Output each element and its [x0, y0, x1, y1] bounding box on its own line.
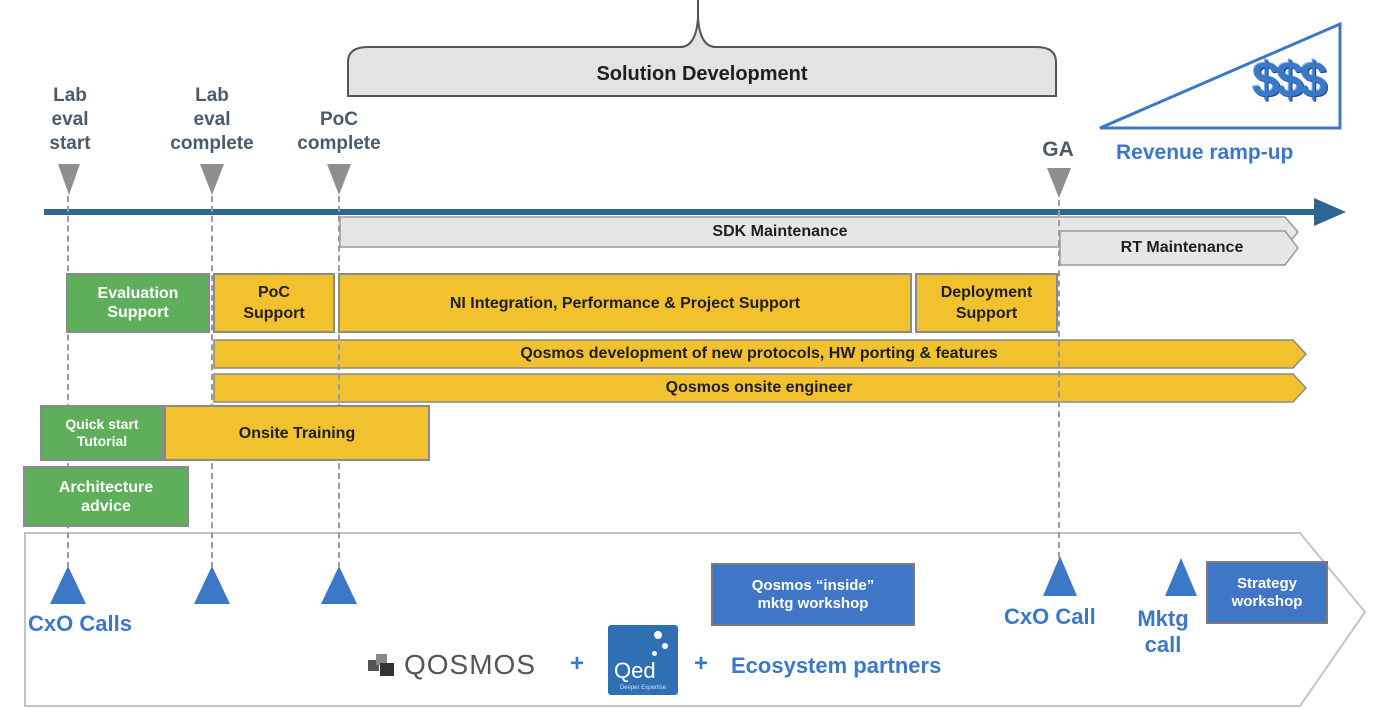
cxo-call-marker-ga	[1043, 556, 1077, 596]
marker-lab-eval-start	[58, 164, 80, 195]
evaluation-support-box: Evaluation Support	[66, 273, 210, 333]
qosmos-logo-icon	[368, 654, 398, 676]
guide-line-ga	[1058, 200, 1060, 558]
plus-sign-1: +	[570, 650, 585, 677]
guide-line-lab-eval-complete	[211, 196, 213, 568]
bottom-panel-chevron	[24, 532, 1367, 707]
qed-bubble-icon	[662, 643, 668, 649]
inside-mktg-workshop-box: Qosmos “inside” mktg workshop	[711, 563, 915, 626]
qed-tagline: Deeper Expertise	[619, 685, 667, 691]
qed-bubble-icon	[652, 651, 657, 656]
revenue-currency: $$$	[1252, 52, 1327, 108]
milestone-poc-complete: PoC complete	[297, 109, 381, 154]
ni-integration-box: NI Integration, Performance & Project Su…	[338, 273, 912, 333]
marker-ga	[1047, 168, 1071, 198]
guide-line-lab-eval-start	[67, 196, 69, 568]
poc-support-box: PoC Support	[213, 273, 335, 333]
mktg-call-label: Mktg call	[1137, 606, 1189, 657]
qosmos-logo-text: QOSMOS	[404, 649, 537, 680]
milestone-ga: GA	[1042, 138, 1074, 161]
mktg-call-marker	[1165, 558, 1197, 596]
marker-poc-complete	[327, 164, 351, 195]
solution-development-label: Solution Development	[596, 63, 808, 85]
ecosystem-partners-label: Ecosystem partners	[731, 653, 942, 678]
cxo-call-marker-3	[321, 566, 357, 604]
timeline-arrowhead	[1314, 198, 1346, 226]
qed-logo-text: Qed	[614, 658, 656, 683]
qed-logo: Qed Deeper Expertise	[608, 625, 678, 695]
guide-line-poc-complete	[338, 196, 340, 568]
revenue-label: Revenue ramp-up	[1116, 141, 1294, 164]
onsite-engineer-arrow	[213, 373, 1308, 403]
plus-sign-2: +	[694, 650, 709, 677]
onsite-engineer-label: Qosmos onsite engineer	[665, 379, 853, 396]
qosmos-logo: QOSMOS	[368, 648, 536, 682]
cxo-call-label: CxO Call	[1004, 604, 1096, 629]
deployment-support-box: Deployment Support	[915, 273, 1058, 333]
cxo-call-marker-2	[194, 566, 230, 604]
qed-bubble-icon	[654, 631, 662, 639]
new-protocols-arrow	[213, 339, 1308, 369]
rt-maintenance-label: RT Maintenance	[1120, 239, 1244, 256]
milestone-lab-eval-start: Lab eval start	[49, 85, 91, 154]
cxo-call-marker-1	[50, 566, 86, 604]
onsite-training-box: Onsite Training	[164, 405, 430, 461]
sdk-maintenance-label: SDK Maintenance	[712, 223, 848, 240]
rt-maintenance-arrow	[1059, 230, 1299, 266]
milestone-lab-eval-complete: Lab eval complete	[170, 85, 254, 154]
strategy-workshop-box: Strategy workshop	[1206, 561, 1328, 624]
marker-lab-eval-complete	[200, 164, 224, 195]
new-protocols-label: Qosmos development of new protocols, HW …	[520, 345, 998, 362]
quick-start-tutorial-box: Quick start Tutorial	[40, 405, 164, 461]
revenue-triangle	[1099, 21, 1342, 130]
cxo-calls-label: CxO Calls	[28, 611, 132, 636]
architecture-advice-box: Architecture advice	[23, 466, 189, 527]
